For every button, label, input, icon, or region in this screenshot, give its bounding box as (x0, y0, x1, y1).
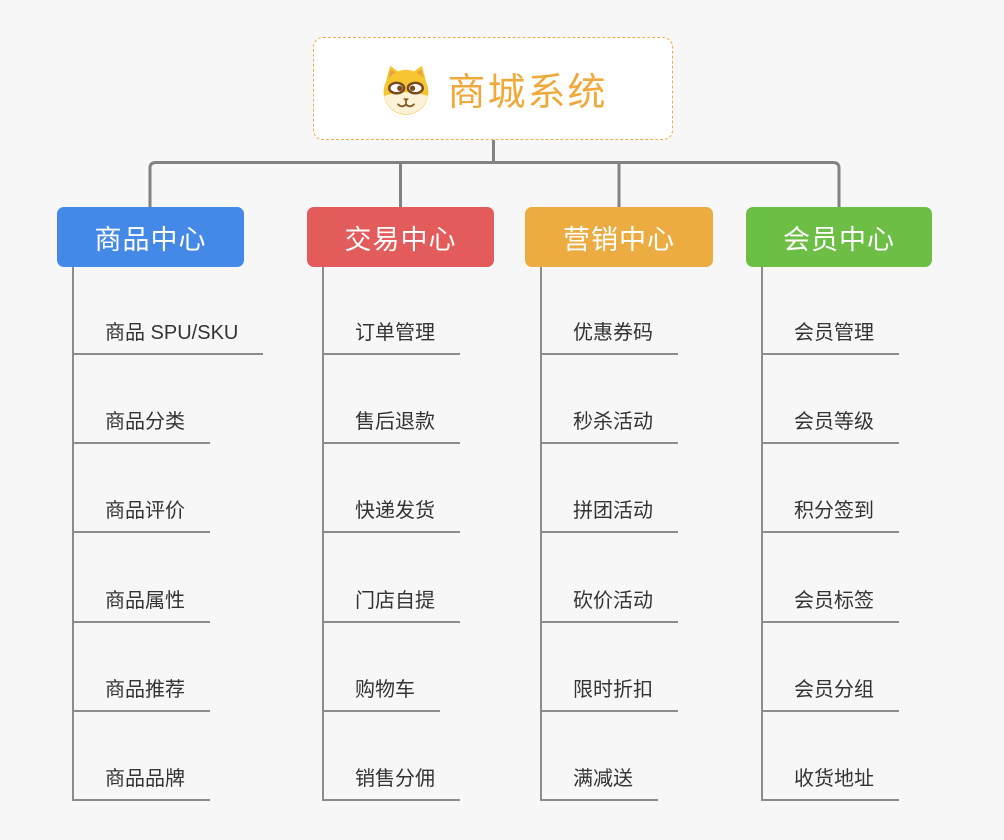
leaf-node[interactable]: 商品推荐 (72, 676, 210, 712)
branch-header-trade[interactable]: 交易中心 (307, 207, 494, 267)
leaf-node[interactable]: 会员标签 (761, 587, 899, 623)
shiba-dog-icon (378, 62, 434, 116)
branch-trunk-line (761, 267, 763, 799)
leaf-node[interactable]: 砍价活动 (540, 587, 678, 623)
branch-trade-center: 交易中心 订单管理售后退款快递发货门店自提购物车销售分佣 (307, 207, 494, 801)
leaf-node[interactable]: 购物车 (322, 676, 440, 712)
leaf-node[interactable]: 商品分类 (72, 408, 210, 444)
leaf-node[interactable]: 商品品牌 (72, 765, 210, 801)
leaf-node[interactable]: 限时折扣 (540, 676, 678, 712)
leaf-node[interactable]: 拼团活动 (540, 497, 678, 533)
branch-trunk-line (540, 267, 542, 799)
leaf-node[interactable]: 门店自提 (322, 587, 460, 623)
leaf-node[interactable]: 秒杀活动 (540, 408, 678, 444)
leaf-node[interactable]: 积分签到 (761, 497, 899, 533)
root-title: 商城系统 (447, 72, 608, 114)
leaf-node[interactable]: 商品属性 (72, 587, 210, 623)
leaf-node[interactable]: 销售分佣 (322, 765, 460, 801)
branch-member-center: 会员中心 会员管理会员等级积分签到会员标签会员分组收货地址 (746, 207, 932, 801)
leaf-node[interactable]: 快递发货 (322, 497, 460, 533)
leaf-node[interactable]: 订单管理 (322, 319, 460, 355)
branch-trunk-line (322, 267, 324, 799)
branch-header-member[interactable]: 会员中心 (746, 207, 932, 267)
root-node[interactable]: 商城系统 (313, 37, 673, 140)
leaf-node[interactable]: 收货地址 (761, 765, 899, 801)
leaf-node[interactable]: 优惠券码 (540, 319, 678, 355)
branch-header-product[interactable]: 商品中心 (57, 207, 244, 267)
leaf-node[interactable]: 商品 SPU/SKU (72, 319, 264, 355)
branch-trunk-line (72, 267, 74, 799)
leaf-node[interactable]: 会员分组 (761, 676, 899, 712)
leaf-node[interactable]: 商品评价 (72, 497, 210, 533)
branch-header-marketing[interactable]: 营销中心 (525, 207, 713, 267)
leaf-node[interactable]: 会员等级 (761, 408, 899, 444)
branch-product-center: 商品中心 商品 SPU/SKU 商品分类商品评价商品属性商品推荐商品品牌 (57, 207, 264, 801)
leaf-node[interactable]: 满减送 (540, 765, 658, 801)
leaf-node[interactable]: 售后退款 (322, 408, 460, 444)
leaf-node[interactable]: 会员管理 (761, 319, 899, 355)
branch-marketing-center: 营销中心 优惠券码秒杀活动拼团活动砍价活动限时折扣满减送 (525, 207, 713, 801)
